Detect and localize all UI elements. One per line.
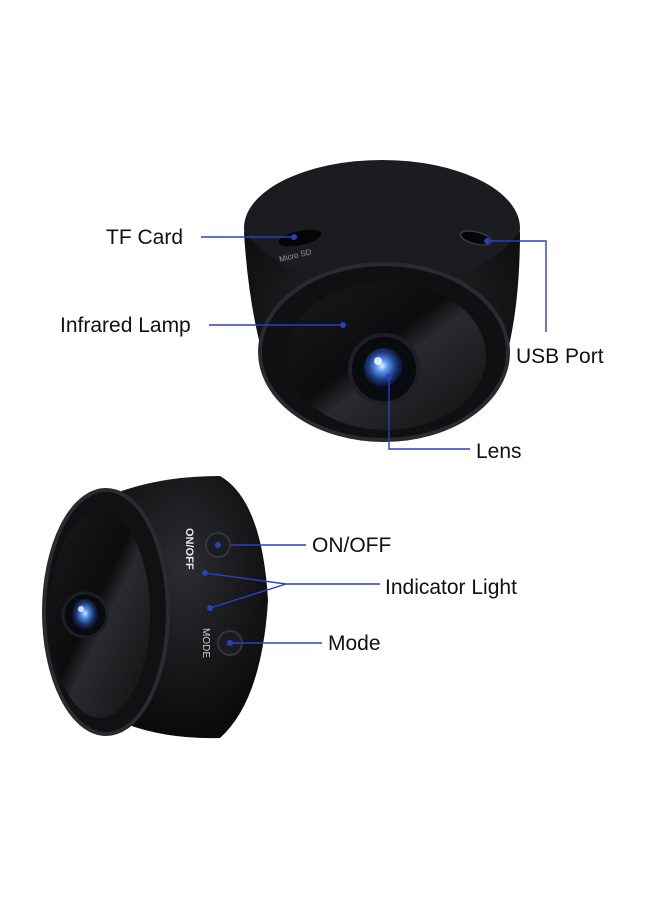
leader-lens: [388, 377, 470, 450]
bottom-lens-highlight: [78, 606, 84, 612]
leader-indicator-2: [209, 583, 287, 609]
usb-port-icon: [459, 230, 493, 246]
dot-lens: [386, 374, 392, 380]
label-lens: Lens: [476, 440, 522, 463]
leader-lines: [201, 236, 547, 644]
label-infrared-lamp: Infrared Lamp: [60, 314, 191, 337]
label-mode: Mode: [328, 632, 381, 655]
leader-usb: [487, 240, 547, 332]
dot-indicator-1: [202, 570, 208, 576]
dot-indicator-2: [207, 605, 213, 611]
dot-infrared: [340, 322, 346, 328]
leader-indicator-1: [204, 572, 287, 585]
bottom-lens-icon: [72, 599, 98, 631]
tf-card-slot-icon: [278, 229, 322, 247]
dot-onoff: [215, 542, 221, 548]
dot-mode: [227, 640, 233, 646]
label-usb-port: USB Port: [516, 345, 604, 368]
leader-dots: [202, 234, 490, 646]
dot-tf: [291, 234, 297, 240]
label-tf-card: TF Card: [106, 226, 184, 249]
onoff-print: ON/OFF: [183, 528, 195, 570]
top-camera-back-shell: [244, 160, 520, 296]
dot-usb: [484, 238, 490, 244]
mode-print: MODE: [200, 628, 211, 658]
top-lens-icon: [364, 348, 404, 388]
top-lens-highlight: [374, 357, 382, 365]
bottom-camera: ON/OFF MODE: [42, 476, 268, 739]
top-camera: Micro SD: [244, 160, 520, 442]
label-indicator-light: Indicator Light: [385, 576, 517, 599]
label-on-off: ON/OFF: [312, 534, 392, 557]
